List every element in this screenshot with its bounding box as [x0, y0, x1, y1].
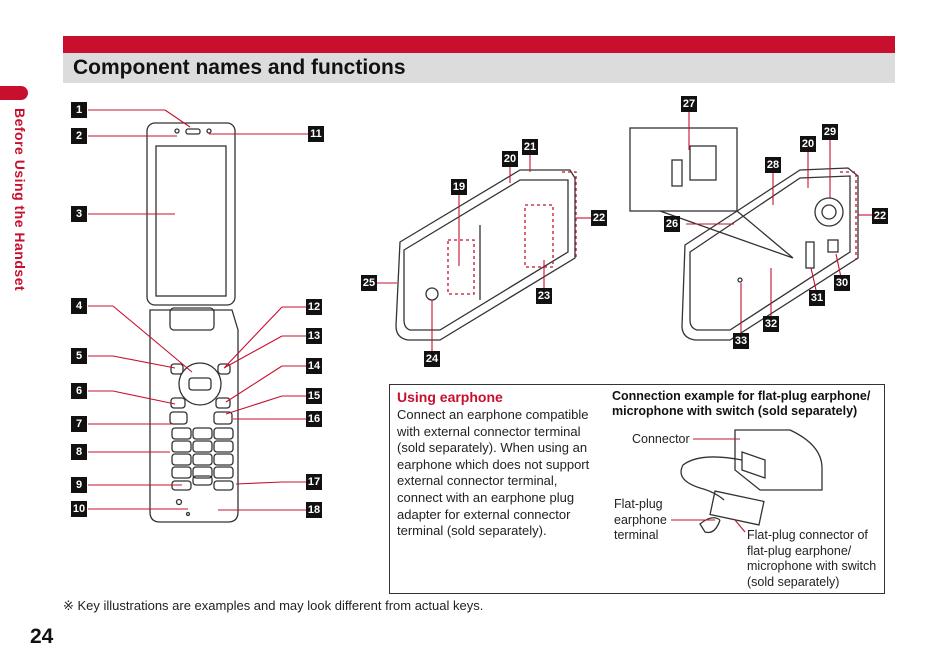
callout-31: 31 [809, 290, 825, 306]
callout-25: 25 [361, 275, 377, 291]
callout-30: 30 [834, 275, 850, 291]
callout-8: 8 [71, 444, 87, 460]
callout-22-back: 22 [872, 208, 888, 224]
callout-18: 18 [306, 502, 322, 518]
navigation-key [178, 362, 222, 406]
callout-32: 32 [763, 316, 779, 332]
callout-5: 5 [71, 348, 87, 364]
callout-11: 11 [308, 126, 324, 142]
earpiece [185, 128, 201, 135]
callout-15: 15 [306, 388, 322, 404]
earphone-info-box [389, 384, 885, 594]
callout-1: 1 [71, 102, 87, 118]
callout-2: 2 [71, 128, 87, 144]
callout-14: 14 [306, 358, 322, 374]
callout-22: 22 [591, 210, 607, 226]
callout-7: 7 [71, 416, 87, 432]
callout-26: 26 [664, 216, 680, 232]
callout-12: 12 [306, 299, 322, 315]
callout-10: 10 [71, 501, 87, 517]
callout-16: 16 [306, 411, 322, 427]
callout-23: 23 [536, 288, 552, 304]
callout-6: 6 [71, 383, 87, 399]
callout-20-back: 20 [800, 136, 816, 152]
callout-19: 19 [451, 179, 467, 195]
callout-24: 24 [424, 351, 440, 367]
callout-29: 29 [822, 124, 838, 140]
flat-plug-connector-label: Flat-plug connector of flat-plug earphon… [747, 528, 877, 589]
header-accent-bar [63, 36, 895, 53]
title-bar [63, 53, 895, 83]
callout-21: 21 [522, 139, 538, 155]
phone-display [155, 145, 227, 297]
callout-4: 4 [71, 298, 87, 314]
side-tab-label: Before Using the Handset [12, 108, 28, 292]
hinge [169, 307, 215, 331]
keypad [171, 427, 234, 491]
earphone-connection-illustration [680, 429, 823, 534]
callout-13: 13 [306, 328, 322, 344]
phone-closed-front [395, 169, 577, 341]
callout-9: 9 [71, 477, 87, 493]
earphone-body: Connect an earphone compatible with exte… [397, 407, 590, 539]
page-title: Component names and functions [73, 56, 406, 79]
side-connector-inset [629, 127, 794, 259]
callout-33: 33 [733, 333, 749, 349]
callout-20: 20 [502, 151, 518, 167]
connection-example-title: Connection example for flat-plug earphon… [612, 389, 871, 418]
side-tab-marker [0, 86, 28, 100]
callout-28: 28 [765, 157, 781, 173]
callout-17: 17 [306, 474, 322, 490]
phone-lower-body [149, 309, 239, 523]
terminal-label: Flat-plug earphone terminal [614, 497, 667, 542]
connector-label: Connector [632, 432, 690, 446]
footnote: ※ Key illustrations are examples and may… [63, 598, 484, 613]
callout-3: 3 [71, 206, 87, 222]
earphone-title: Using earphone [397, 389, 503, 405]
callout-27: 27 [681, 96, 697, 112]
phone-closed-back [681, 167, 859, 341]
page-number: 24 [30, 625, 54, 648]
callout-lines [88, 109, 872, 533]
